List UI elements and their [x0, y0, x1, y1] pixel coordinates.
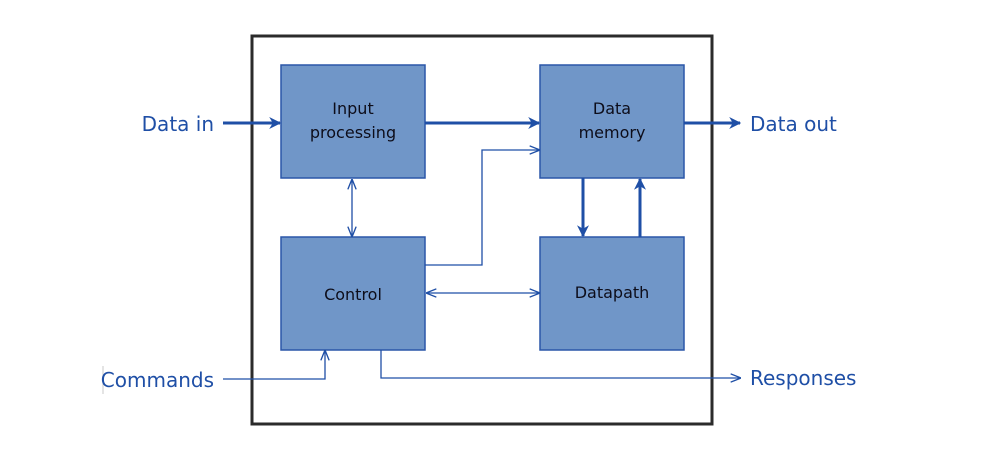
input-processing-label-line2: processing [310, 123, 396, 142]
data-memory-block: Data memory [539, 64, 685, 179]
data-out-label: Data out [750, 112, 837, 136]
data-memory-label-line1: Data [593, 99, 631, 118]
datapath-label: Datapath [575, 283, 650, 302]
input-processing-label-line1: Input [332, 99, 373, 118]
datapath-block: Datapath [539, 236, 685, 351]
data-memory-label-line2: memory [579, 123, 646, 142]
input-processing-block: Input processing [280, 64, 426, 179]
control-block: Control [280, 236, 426, 351]
control-to-memory-arrow [425, 150, 539, 266]
commands-label: Commands [101, 368, 214, 392]
system-frame [250, 34, 714, 426]
commands-arrow [223, 351, 325, 380]
data-in-label: Data in [142, 112, 214, 136]
responses-label: Responses [750, 366, 856, 390]
responses-arrow [380, 350, 740, 378]
control-label: Control [324, 285, 382, 304]
